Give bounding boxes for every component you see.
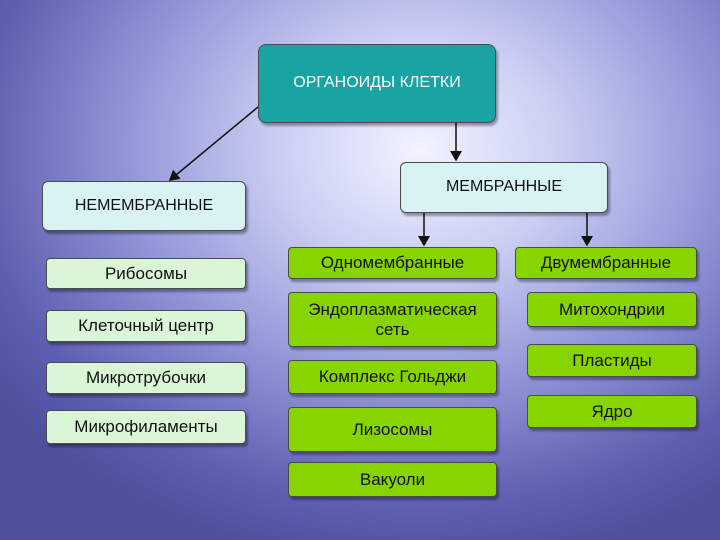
item-label: Митохондрии	[558, 299, 666, 319]
item-label: Вакуоли	[359, 469, 426, 489]
single-membrane-item-lysosomes: Лизосомы	[288, 407, 497, 452]
single-membrane-item-er: Эндоплазматическая сеть	[288, 292, 497, 347]
double-membrane-item-mitochondria: Митохондрии	[527, 292, 697, 327]
single-membrane-header: Одномембранные	[288, 247, 497, 279]
double-membrane-header: Двумембранные	[515, 247, 697, 279]
membrane-header: МЕМБРАННЫЕ	[400, 162, 608, 213]
non-membrane-label: НЕМЕМБРАННЫЕ	[74, 196, 214, 214]
arrow-root-to-non-membrane	[168, 106, 259, 181]
root-label: ОРГАНОИДЫ КЛЕТКИ	[293, 74, 461, 92]
non-membrane-header: НЕМЕМБРАННЫЕ	[42, 181, 246, 231]
item-label: Клеточный центр	[78, 316, 214, 336]
non-membrane-item-microtubules: Микротрубочки	[46, 362, 246, 394]
root-node: ОРГАНОИДЫ КЛЕТКИ	[258, 44, 496, 123]
double-membrane-item-nucleus: Ядро	[527, 395, 697, 428]
non-membrane-item-microfilaments: Микрофиламенты	[46, 410, 246, 444]
item-label: Рибосомы	[104, 263, 188, 283]
double-membrane-label: Двумембранные	[540, 253, 672, 273]
item-label: Лизосомы	[352, 419, 433, 439]
item-label: Микрофиламенты	[74, 417, 218, 437]
double-membrane-item-plastids: Пластиды	[527, 344, 697, 377]
item-label: Пластиды	[572, 350, 652, 370]
item-label: Микротрубочки	[86, 368, 206, 388]
single-membrane-label: Одномембранные	[320, 253, 465, 273]
item-label: Ядро	[591, 401, 633, 421]
item-label: Комплекс Гольджи	[318, 367, 467, 387]
single-membrane-item-vacuoles: Вакуоли	[288, 462, 497, 497]
item-label: Эндоплазматическая сеть	[308, 299, 477, 339]
non-membrane-item-cell-center: Клеточный центр	[46, 310, 246, 342]
single-membrane-item-golgi: Комплекс Гольджи	[288, 360, 497, 394]
membrane-label: МЕМБРАННЫЕ	[445, 178, 563, 196]
non-membrane-item-ribosomes: Рибосомы	[46, 258, 246, 289]
